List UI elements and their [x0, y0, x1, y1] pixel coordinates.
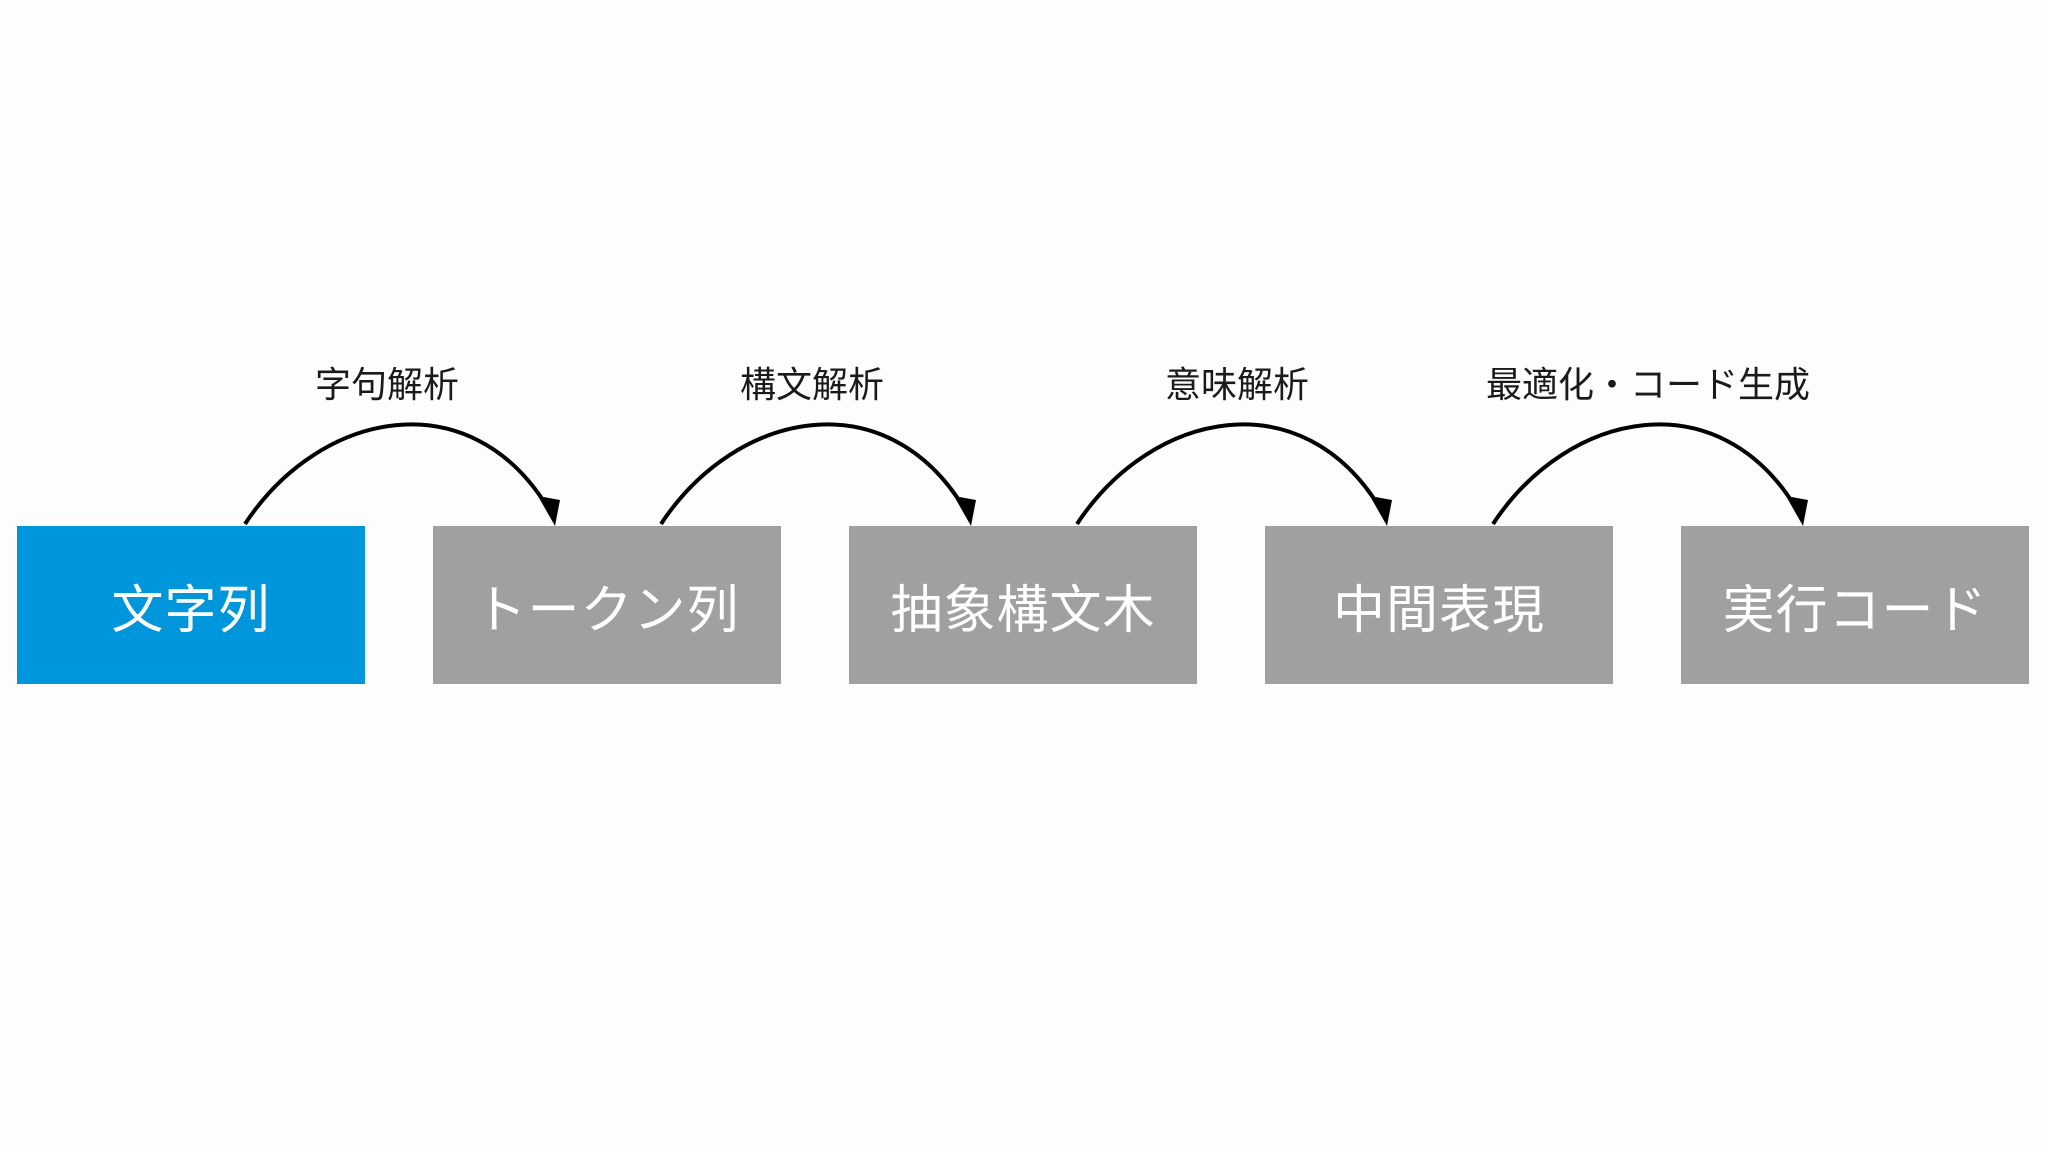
arrow-semantic	[1075, 422, 1382, 526]
step-label-lexing: 字句解析	[314, 365, 459, 406]
step-label-semantic: 意味解析	[1164, 365, 1309, 406]
stage-ast: 抽象構文木	[849, 526, 1197, 684]
stage-ir: 中間表現	[1265, 526, 1613, 684]
stage-string: 文字列	[17, 526, 365, 684]
arrow-parsing	[659, 422, 966, 526]
arrow-head-parsing	[954, 496, 976, 526]
arrow-lexing	[243, 422, 550, 526]
arrow-head-semantic	[1370, 496, 1392, 526]
stage-executable-code: 実行コード	[1681, 526, 2029, 684]
step-label-parsing: 構文解析	[739, 365, 884, 406]
arrow-head-lexing	[538, 496, 560, 526]
arrow-codegen	[1491, 422, 1798, 526]
arrow-head-codegen	[1786, 496, 1808, 526]
step-label-codegen: 最適化・コード生成	[1485, 365, 1810, 406]
stage-token-list: トークン列	[433, 526, 781, 684]
